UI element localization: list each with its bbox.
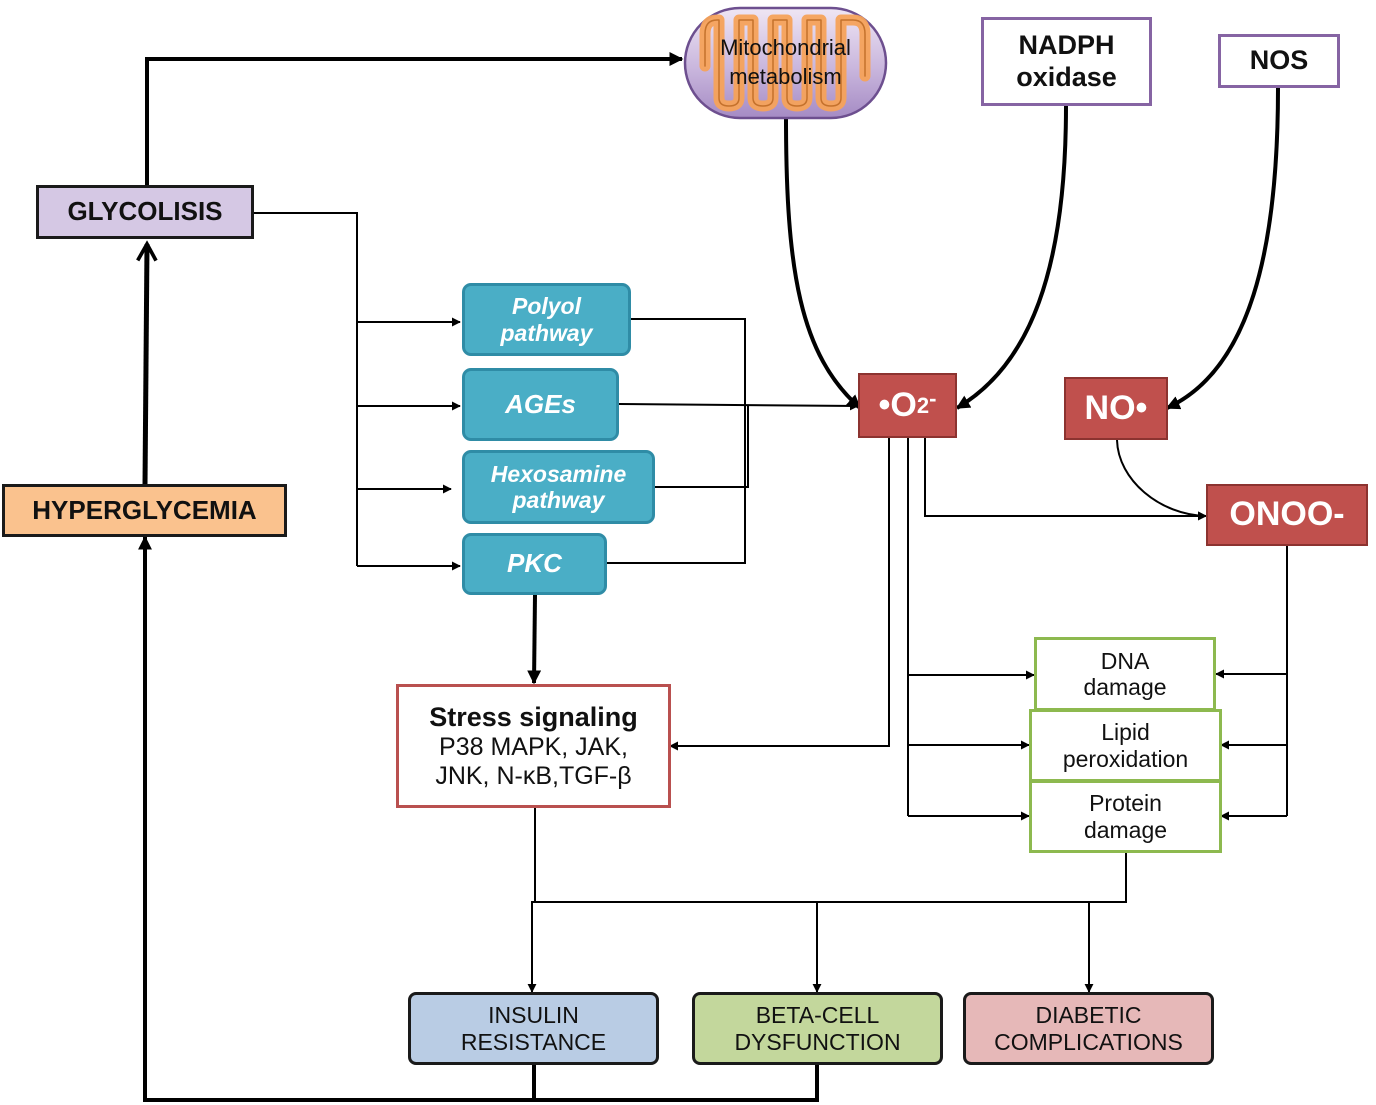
arrow-superoxide-stress xyxy=(669,438,890,751)
arrow-hyperglycemia-glycolisis xyxy=(145,244,147,486)
polyol-pathway-node: Polyol pathway xyxy=(462,283,631,356)
arrow-superoxide-peroxynitrite xyxy=(924,438,1207,521)
arrow-glycolisis-mitochondria xyxy=(145,52,684,186)
connector-pathways-right-bus xyxy=(606,318,746,564)
pkc-node: PKC xyxy=(462,533,607,595)
nos-node: NOS xyxy=(1218,34,1340,88)
connector-hexosamine-bus xyxy=(654,405,749,488)
arrow-feedback-hyperglycemia xyxy=(138,535,819,1102)
beta-cell-dysfunction-node: BETA-CELL DYSFUNCTION xyxy=(692,992,943,1065)
ages-node: AGEs xyxy=(462,368,619,441)
mitochondrion-icon xyxy=(683,6,888,120)
diabetic-complications-node: DIABETIC COMPLICATIONS xyxy=(963,992,1214,1065)
arrow-nadph-superoxide xyxy=(955,105,1068,410)
dna-damage-node: DNA damage xyxy=(1034,637,1216,711)
arrow-to-insulin-resistance xyxy=(527,901,537,993)
hexosamine-pathway-node: Hexosamine pathway xyxy=(462,450,655,524)
insulin-resistance-node: INSULIN RESISTANCE xyxy=(408,992,659,1065)
arrow-no-peroxynitrite xyxy=(1116,439,1207,521)
peroxynitrite-node: ONOO- xyxy=(1206,484,1368,546)
nadph-oxidase-node: NADPH oxidase xyxy=(981,17,1152,106)
connector-glycolisis-bus xyxy=(253,212,358,566)
arrow-pkc-stress xyxy=(527,594,542,685)
hyperglycemia-node: HYPERGLYCEMIA xyxy=(2,484,287,537)
lipid-peroxidation-node: Lipid peroxidation xyxy=(1029,709,1222,782)
arrow-mitochondria-superoxide xyxy=(784,117,862,410)
arrow-pathways-superoxide xyxy=(618,401,859,411)
mitochondrial-metabolism-label: Mitochondrial metabolism xyxy=(720,35,851,89)
connector-damage-down xyxy=(535,852,1127,903)
nitric-oxide-node: NO• xyxy=(1064,377,1168,440)
protein-damage-node: Protein damage xyxy=(1029,780,1222,853)
stress-signaling-node: Stress signaling P38 MAPK, JAK, JNK, N-κ… xyxy=(396,684,671,808)
arrow-nos-no xyxy=(1165,87,1280,410)
glycolisis-node: GLYCOLISIS xyxy=(36,185,254,239)
